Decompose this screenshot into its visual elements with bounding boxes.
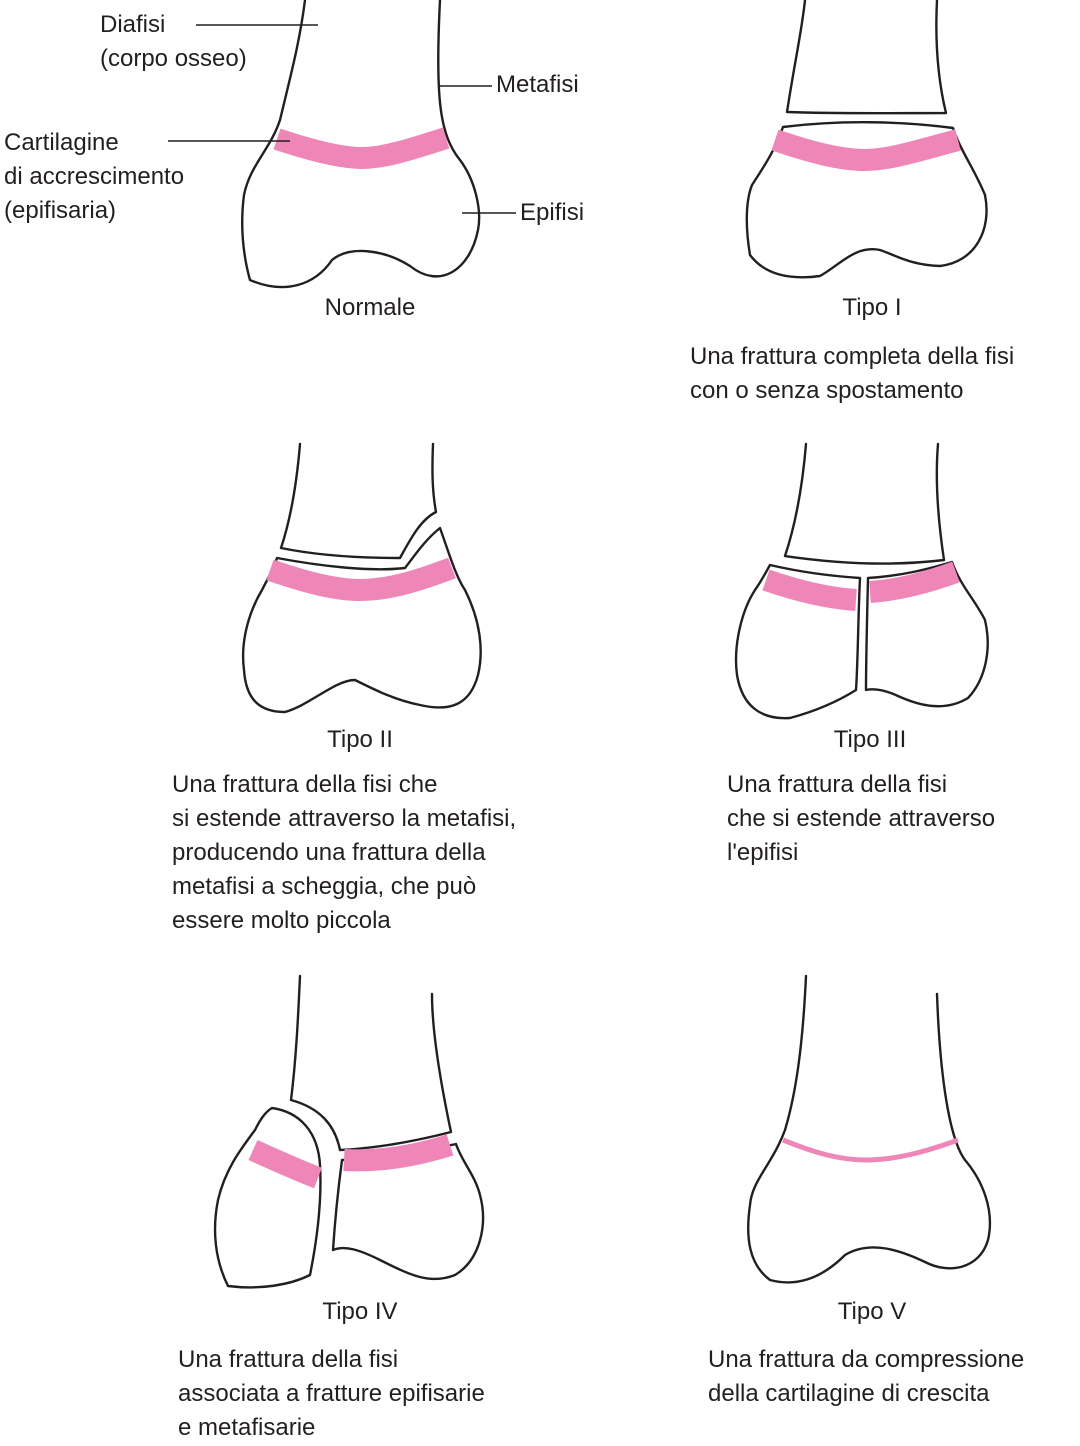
- label-diafisi: Diafisi: [100, 11, 166, 38]
- description-tipo-1: Una frattura completa della fisi con o s…: [690, 340, 1014, 408]
- description-line: e metafisarie: [178, 1414, 316, 1441]
- metaphysis-epiphysis-fragment: [213, 1106, 322, 1289]
- caption-tipo-2: Tipo II: [327, 726, 393, 753]
- description-line: associata a fratture epifisarie: [178, 1380, 485, 1407]
- label-epifisi: Epifisi: [520, 199, 585, 226]
- label-cartilagine-line3: (epifisaria): [4, 197, 117, 224]
- label-cartilagine-line2: di accrescimento: [4, 163, 185, 190]
- description-line: essere molto piccola: [172, 907, 391, 934]
- description-line: che si estende attraverso: [727, 805, 996, 832]
- description-line: Una frattura da compressione: [708, 1346, 1025, 1373]
- growth-plate: [771, 129, 961, 172]
- description-line: Una frattura della fisi: [178, 1346, 399, 1373]
- growth-plate-right: [343, 1134, 454, 1172]
- bone-normale: [241, 0, 481, 289]
- description-line: Una frattura della fisi che: [172, 771, 438, 798]
- growth-plate-right: [869, 561, 960, 603]
- growth-plate: [273, 127, 450, 170]
- bone-tipo-1: [745, 0, 988, 279]
- description-line: si estende attraverso la metafisi,: [172, 805, 517, 832]
- growth-plate: [266, 557, 456, 602]
- metaphysis-fragment: [279, 442, 438, 560]
- caption-tipo-3: Tipo III: [833, 726, 907, 753]
- description-line: Una frattura della fisi: [727, 771, 948, 798]
- caption-tipo-4: Tipo IV: [322, 1298, 398, 1325]
- description-line: metafisi a scheggia, che può: [172, 873, 477, 900]
- growth-plate-left: [762, 569, 857, 611]
- metaphysis-fragment: [785, 0, 948, 115]
- bone-tipo-4: [213, 974, 485, 1289]
- label-metafisi: Metafisi: [496, 71, 579, 98]
- bone-tipo-3: [734, 442, 989, 720]
- bone-tipo-5: [747, 974, 992, 1284]
- metaphysis-fragment: [783, 442, 946, 565]
- caption-normale: Normale: [324, 294, 416, 321]
- description-line: producendo una frattura della: [172, 839, 486, 866]
- description-line: Una frattura completa della fisi: [690, 343, 1015, 370]
- diaphysis: [289, 974, 453, 1152]
- caption-tipo-1: Tipo I: [842, 294, 902, 321]
- description-line: l'epifisi: [727, 839, 799, 866]
- bone-outline: [241, 0, 481, 289]
- growth-plate-left: [248, 1139, 322, 1189]
- caption-tipo-5: Tipo V: [837, 1298, 907, 1325]
- description-line: della cartilagine di crescita: [708, 1380, 990, 1407]
- description-tipo-3: Una frattura della fisi che si estende a…: [727, 768, 995, 870]
- bone-tipo-2: [241, 442, 482, 714]
- description-tipo-4: Una frattura della fisi associata a frat…: [178, 1343, 485, 1445]
- description-line: con o senza spostamento: [690, 377, 964, 404]
- label-diafisi-sub: (corpo osseo): [100, 45, 247, 72]
- label-cartilagine: Cartilagine: [4, 129, 119, 156]
- description-tipo-2: Una frattura della fisi che si estende a…: [172, 768, 516, 938]
- description-tipo-5: Una frattura da compressione della carti…: [708, 1343, 1024, 1411]
- epiphysis-right-fragment: [331, 1142, 485, 1281]
- bone-outline: [747, 974, 992, 1284]
- growth-plate: [782, 1137, 959, 1163]
